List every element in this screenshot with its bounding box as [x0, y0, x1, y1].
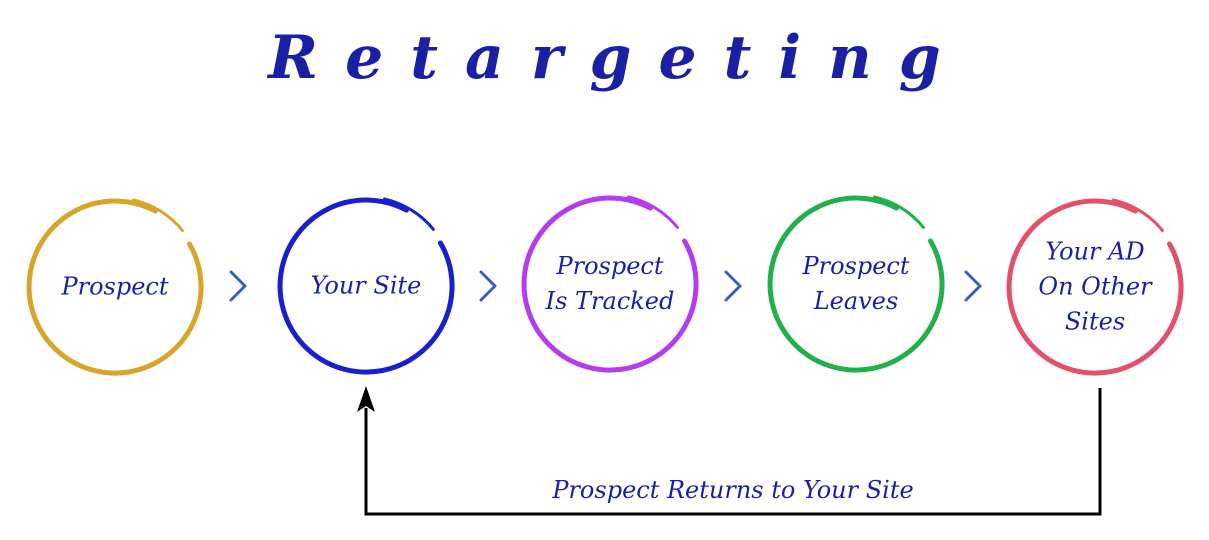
step-circle-4: [767, 195, 945, 373]
return-label: Prospect Returns to Your Site: [552, 476, 914, 504]
step-label-line: Leaves: [813, 287, 899, 315]
step-circle-stroke-2: [383, 197, 435, 231]
step-label-line: Prospect: [556, 252, 664, 280]
diagram-title: Retargeting: [268, 23, 968, 93]
chevron-right-icon: [229, 270, 247, 302]
chevron-right-icon: [479, 270, 497, 302]
step-label-line: Prospect: [61, 272, 169, 301]
step-label-line: Your AD: [1045, 237, 1145, 266]
step-label-line: Sites: [1064, 307, 1126, 336]
step-label-line: Is Tracked: [545, 287, 675, 315]
step-label-line: Your Site: [310, 271, 422, 300]
step-circle-2: [277, 197, 455, 375]
step-label-2: Your Site: [291, 269, 441, 304]
step-circle-3: [521, 195, 699, 373]
step-circle-stroke-4: [873, 195, 925, 229]
step-label-1: Prospect: [40, 270, 190, 305]
return-line: [364, 388, 1102, 516]
chevron-right-icon: [964, 270, 982, 302]
step-circle-1: [26, 198, 204, 376]
step-label-3: Prospect Is Tracked: [535, 249, 685, 319]
step-chevrons: [229, 270, 982, 302]
step-label-line: Prospect: [802, 252, 910, 280]
chevron-right-icon: [724, 270, 742, 302]
step-circle-stroke-5: [1112, 198, 1164, 232]
step-circle-stroke-3: [627, 195, 679, 229]
step-circles: [26, 195, 1184, 376]
return-loop: [357, 386, 1102, 516]
step-circle-stroke-1: [132, 198, 184, 232]
step-circle-5: [1006, 198, 1184, 376]
step-label-line: On Other: [1038, 272, 1152, 301]
arrow-up-icon: [357, 386, 375, 412]
